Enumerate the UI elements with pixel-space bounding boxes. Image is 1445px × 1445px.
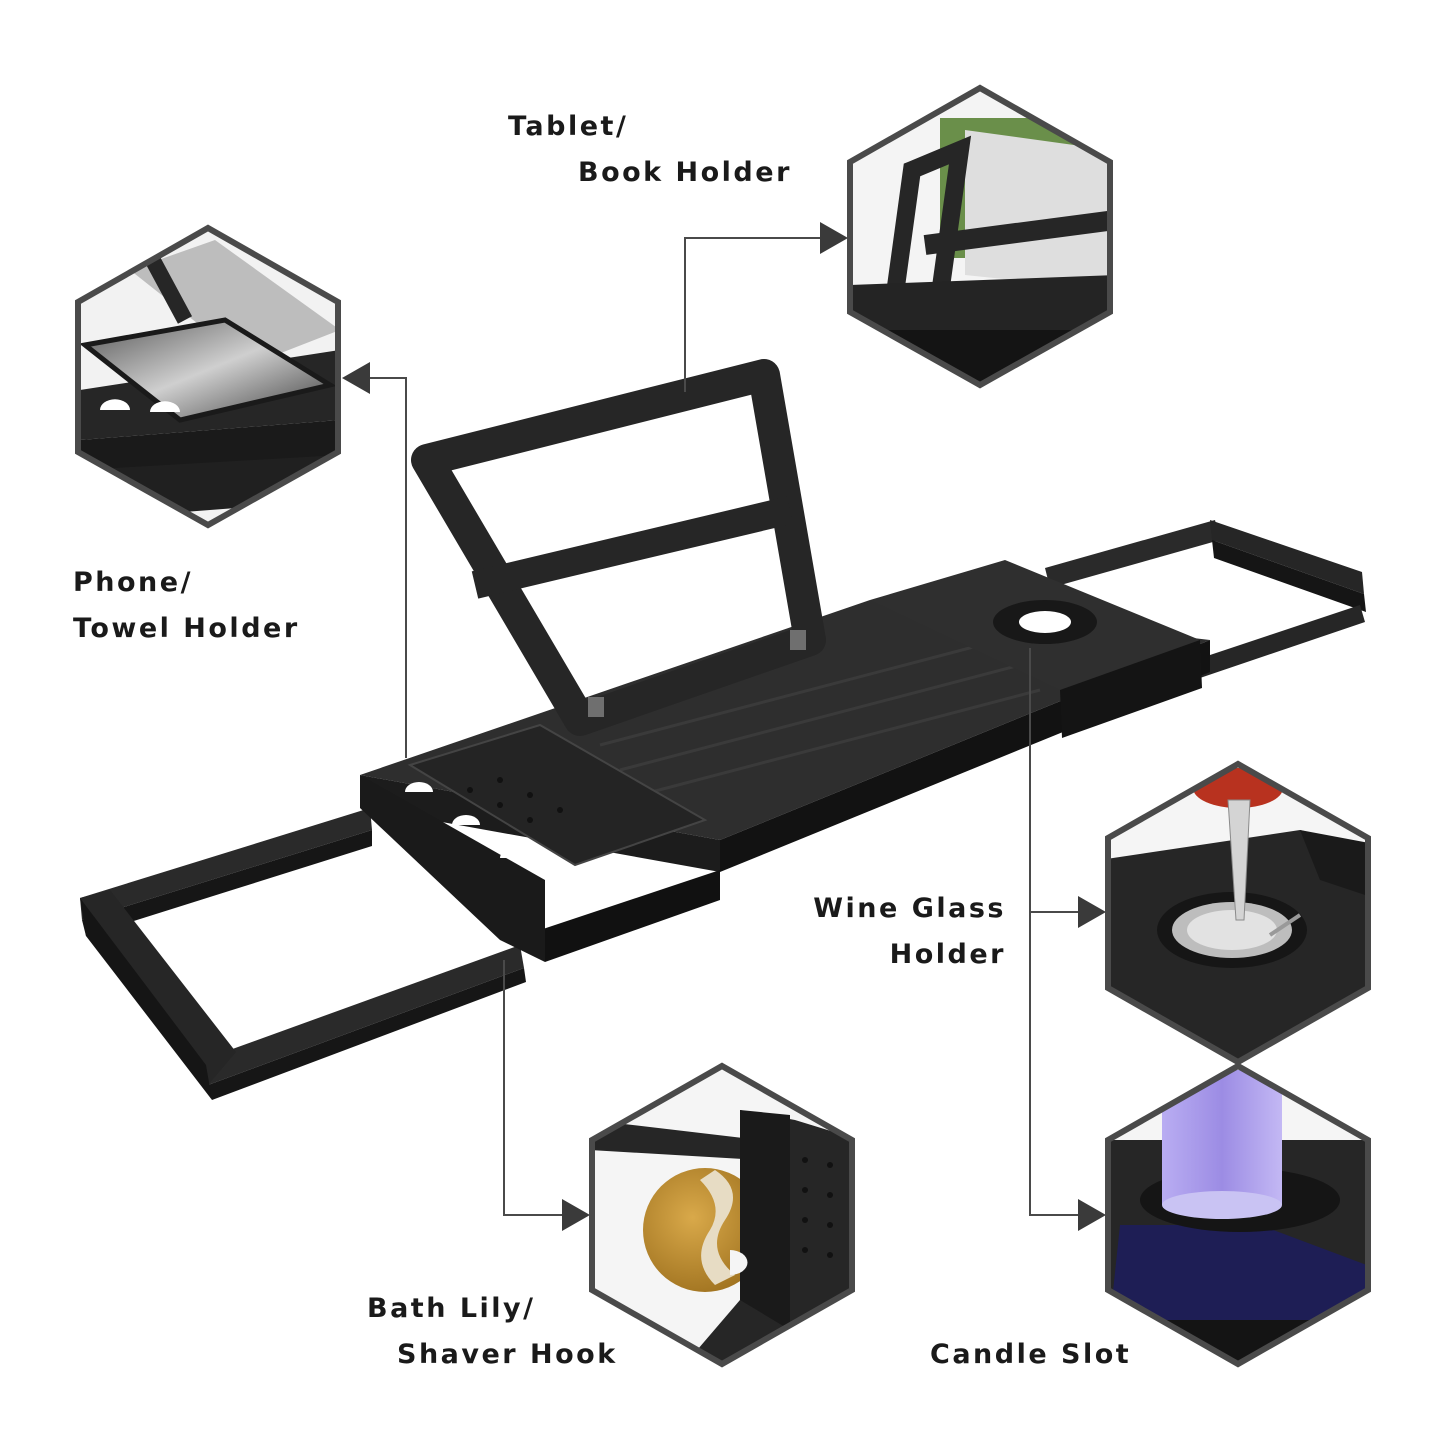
label-tablet-line1: Tablet/ <box>508 111 629 142</box>
arrow-right-icon <box>562 1199 590 1231</box>
connector-bath <box>503 960 562 1216</box>
hex-bath-detail <box>589 1062 855 1368</box>
connector-lines <box>370 237 1078 1216</box>
arrow-right-icon <box>1078 896 1106 928</box>
wine-glass-block <box>870 560 1202 738</box>
label-tablet-book-holder: Tablet/ Book Holder <box>508 104 792 196</box>
connector-arrows <box>342 222 1106 1231</box>
label-phone-towel-holder: Phone/ Towel Holder <box>73 560 300 652</box>
hex-phone-detail <box>75 224 341 529</box>
hex-wine-detail <box>1105 760 1371 1066</box>
label-candle-line1: Candle Slot <box>930 1339 1132 1370</box>
book-stand <box>411 359 826 736</box>
arrow-right-icon <box>1078 1199 1106 1231</box>
label-wine-glass-holder: Wine Glass Holder <box>800 886 1006 978</box>
connector-tablet <box>684 237 820 392</box>
label-phone-line1: Phone/ <box>73 567 193 598</box>
label-bath-line2: Shaver Hook <box>397 1339 618 1370</box>
label-wine-line2: Holder <box>889 939 1006 970</box>
right-extender-arm <box>1045 520 1366 678</box>
arrow-left-icon <box>342 362 370 394</box>
left-extender-arm <box>80 808 526 1100</box>
label-tablet-line2: Book Holder <box>578 157 792 188</box>
label-candle-slot: Candle Slot <box>930 1332 1131 1378</box>
hex-candle-detail <box>1105 1062 1371 1368</box>
connector-candle <box>1029 912 1078 1216</box>
hex-tablet-detail <box>847 84 1113 389</box>
label-phone-line2: Towel Holder <box>73 613 300 644</box>
bath-caddy-illustration <box>80 359 1366 1100</box>
label-bath-lily-shaver-hook: Bath Lily/ Shaver Hook <box>367 1286 618 1378</box>
connector-phone <box>370 377 407 758</box>
arrow-right-icon <box>820 222 848 254</box>
label-wine-line1: Wine Glass <box>813 893 1006 924</box>
label-bath-line1: Bath Lily/ <box>367 1293 536 1324</box>
